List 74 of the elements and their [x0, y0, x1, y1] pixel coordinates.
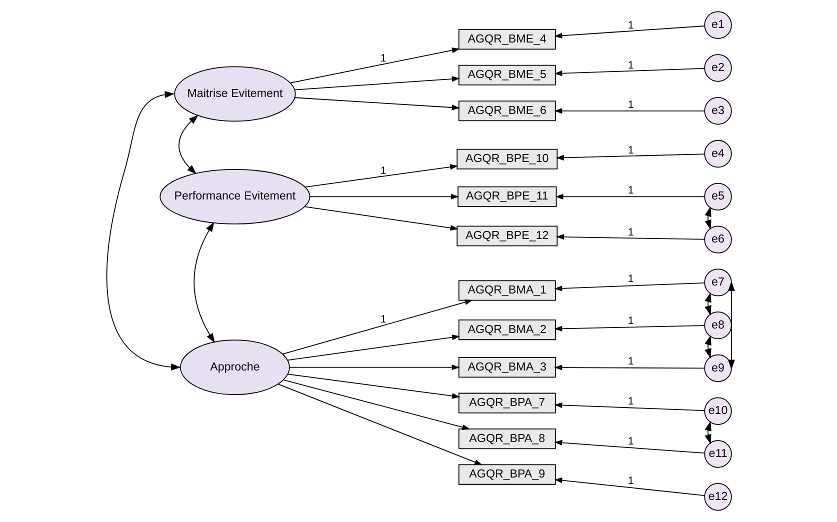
arrow	[286, 334, 460, 361]
arrow	[704, 421, 711, 444]
arrow	[554, 478, 705, 496]
edge-label: 1	[627, 436, 634, 448]
arrow	[555, 154, 704, 161]
arrow	[277, 384, 482, 466]
arrow	[178, 114, 198, 174]
node-box: AGQR_BPE_11	[457, 186, 556, 207]
arrow	[727, 281, 734, 370]
edge-label: 1	[380, 313, 386, 326]
node-circle: e9	[704, 354, 732, 382]
node-box: AGQR_BMA_1	[458, 280, 556, 301]
node-box: AGQR_BPE_10	[456, 148, 558, 170]
edge-label: 1	[627, 273, 634, 286]
edge-label: 1	[627, 98, 634, 111]
node-box: AGQR_BME_5	[458, 64, 556, 86]
node-box: AGQR_BME_6	[458, 100, 556, 122]
node-box: AGQR_BPA_9	[458, 464, 556, 485]
arrow	[554, 68, 704, 76]
node-box: AGQR_BMA_2	[458, 320, 556, 340]
node-circle: e7	[704, 268, 732, 296]
node-box: AGQR_BPA_8	[458, 428, 556, 450]
arrow	[287, 374, 460, 399]
arrow	[106, 91, 180, 370]
arrow	[555, 234, 704, 240]
edge-label: 1	[627, 396, 634, 408]
node-box: AGQR_BPE_12	[456, 226, 558, 246]
arrow	[304, 206, 458, 231]
node-box: AGQR_BPA_7	[458, 392, 556, 414]
arrow	[704, 206, 711, 230]
edge-label: 1	[627, 184, 634, 197]
node-box: AGQR_BME_4	[458, 29, 556, 50]
arrow	[554, 440, 704, 454]
edge-label: 1	[627, 475, 634, 488]
node-box: AGQR_BMA_3	[458, 357, 556, 378]
edge-label: 1	[627, 19, 634, 32]
arrow	[554, 402, 704, 412]
node-ellipse: Maitrise Evitement	[174, 66, 296, 122]
arrow	[294, 76, 460, 90]
node-circle: e10	[704, 397, 732, 425]
edge-label: 1	[627, 315, 634, 328]
edge-label: 1	[380, 52, 386, 64]
node-circle: e3	[704, 97, 732, 125]
node-ellipse: Approche	[180, 340, 290, 396]
node-circle: e2	[704, 54, 732, 82]
node-circle: e8	[704, 311, 732, 340]
arrow	[289, 48, 460, 84]
edge-label: 1	[627, 226, 634, 239]
arrow	[288, 364, 460, 370]
node-circle: e11	[704, 440, 732, 468]
arrow	[554, 325, 704, 332]
node-circle: e4	[704, 140, 732, 168]
node-circle: e5	[704, 182, 732, 211]
arrow	[282, 299, 472, 354]
arrow	[554, 26, 704, 39]
arrow	[294, 97, 460, 110]
arrow	[554, 364, 704, 370]
edge-label: 1	[627, 60, 634, 72]
arrow	[704, 292, 711, 316]
edge-label: 1	[627, 144, 634, 156]
edge-label: 1	[627, 355, 634, 368]
arrow	[554, 108, 704, 114]
arrow	[193, 222, 215, 344]
node-circle: e12	[704, 483, 732, 511]
arrow	[704, 335, 711, 358]
arrow	[282, 380, 470, 430]
node-circle: e6	[704, 226, 732, 254]
edge-label: 1	[380, 164, 386, 177]
arrow	[554, 282, 704, 292]
arrow	[308, 194, 458, 200]
node-circle: e1	[704, 11, 732, 39]
node-ellipse: Performance Evitement	[159, 168, 310, 224]
arrow	[554, 194, 704, 200]
arrow	[304, 164, 458, 188]
